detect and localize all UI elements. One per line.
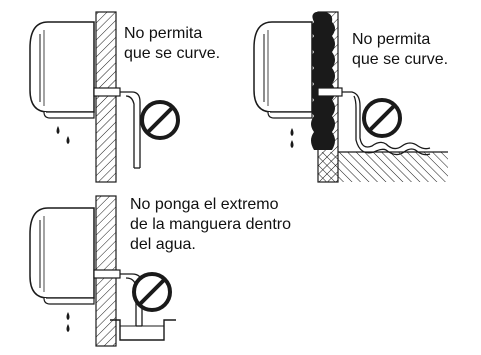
- ground: [318, 152, 448, 182]
- caption-do-not-bend-1: No permita que se curve.: [124, 24, 220, 64]
- water-drop-icon: [290, 128, 294, 148]
- prohibition-icon: [140, 100, 180, 140]
- caption-line: No permita: [352, 31, 431, 48]
- indoor-unit-icon: [29, 207, 95, 305]
- wall-pipe: [93, 87, 121, 97]
- caption-line: No permita: [124, 25, 203, 42]
- caption-line: del agua.: [130, 236, 196, 253]
- water-drop-icon: [66, 312, 70, 332]
- wall-pipe: [93, 269, 121, 279]
- drain-hose: [120, 91, 141, 168]
- prohibition-icon: [362, 98, 402, 138]
- caption-do-not-bend-2: No permita que se curve.: [352, 30, 448, 70]
- caption-line: que se curve.: [124, 45, 221, 62]
- caption-hose-end-not-in-water: No ponga el extremo de la manguera dentr…: [130, 195, 291, 255]
- caption-line: No ponga el extremo: [130, 196, 279, 213]
- panel-hose-bent-2: [253, 11, 448, 183]
- wall: [95, 11, 117, 183]
- pipe-cover: [311, 11, 335, 151]
- prohibition-icon: [132, 272, 172, 312]
- panel-hose-in-water: [29, 195, 176, 347]
- water-drop-icon: [56, 126, 70, 144]
- panel-hose-bent-1: [29, 11, 180, 183]
- caption-line: de la manguera dentro: [130, 216, 291, 233]
- caption-line: que se curve.: [352, 51, 449, 68]
- wall-pipe: [317, 87, 343, 97]
- indoor-unit-icon: [253, 21, 313, 119]
- indoor-unit-icon: [29, 21, 95, 119]
- water-container: [110, 319, 176, 341]
- drain-hose: [342, 91, 431, 156]
